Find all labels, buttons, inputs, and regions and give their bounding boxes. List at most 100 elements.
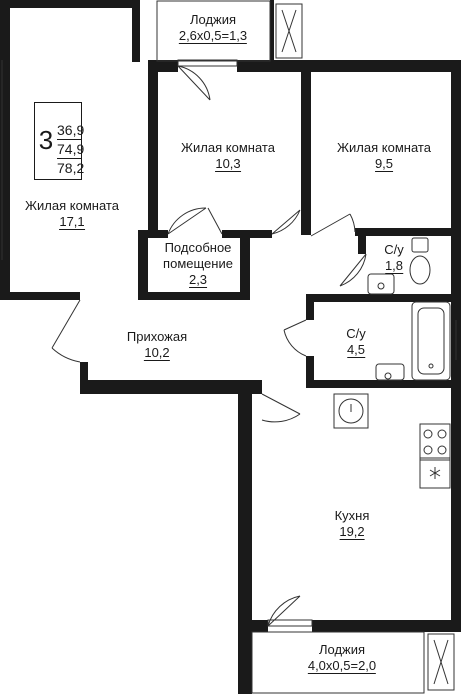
fridge-snowflake-icon [429,467,441,479]
wc-sink-drain [377,282,385,290]
room-name: Лоджия [189,12,237,27]
room-area: 9,5 [374,156,394,172]
stove-burner-3 [423,445,433,455]
kitchen-sink-bowl [338,398,364,424]
wc-toilet-tank [411,237,429,253]
room-area: 4,5 [346,342,366,358]
stove-burner-1 [423,429,433,439]
room-label-wc: С/у 1,8 [384,242,404,274]
room-area: 2,6x0,5=1,3 [178,28,248,44]
apartment-summary: 3 36,9 74,9 78,2 [34,102,85,180]
kitchen-fridge [419,457,451,489]
door-loggia-bottom [267,595,301,627]
wall-bed2-bottom-a [148,230,168,238]
room-area: 10,3 [215,156,241,172]
bathtub-drain [428,363,434,369]
loggia-top-x2 [281,9,297,53]
room-label-loggia-bottom: Лоджия 4,0x0,5=2,0 [307,642,377,674]
room-name: Жилая комната [337,140,431,155]
loggia-bottom-window [267,619,313,627]
door-bath [283,319,307,357]
room-label-living-2: Жилая комната 10,3 [181,140,275,172]
stove-burner-2 [437,429,447,439]
wall-left-bedroom-top [0,0,140,8]
summary-areas: 36,9 74,9 78,2 [57,121,85,177]
wall-left-outer [0,0,10,300]
wall-kitchen-left [238,380,252,694]
kitchen-sink [333,393,369,429]
wall-wc-bottom [306,294,461,302]
wall-kitchen-bottom-a [238,620,268,632]
door-wc [339,253,367,287]
wall-utility-bottom [140,292,250,300]
wall-bed2-bed3 [301,60,311,235]
room-label-bath: С/у 4,5 [346,326,366,358]
room-name-line1: Подсобное [164,240,232,255]
wall-loggia-top-right [270,0,274,62]
room-label-living-3: Жилая комната 9,5 [337,140,431,172]
wall-hall-bottom [80,380,262,394]
total-area-with-loggias: 78,2 [57,160,85,176]
room-area: 4,0x0,5=2,0 [307,658,377,674]
room-area: 1,8 [384,258,404,274]
wall-bed3-bottom [355,228,461,236]
door-entrance [51,299,81,363]
room-name: Прихожая [126,329,188,344]
loggia-top-outline [156,0,271,62]
room-area: 10,2 [144,345,170,361]
stove-burner-4 [437,445,447,455]
wall-middle-left-vert [148,60,158,230]
loggia-bottom-side-unit [427,633,455,691]
wc-sink [367,273,395,295]
wall-utility-right [240,230,250,300]
wall-kitchen-right [451,380,461,630]
wall-left-bedroom-bottom [0,292,80,300]
wall-bath-left-lower [306,356,314,388]
wc-toilet-bowl [409,255,431,285]
room-name: С/у [384,242,404,257]
wall-top-middle-2 [237,60,461,72]
loggia-top-window [177,59,238,67]
door-loggia-top [177,65,211,101]
room-name: Жилая комната [181,140,275,155]
room-area: 19,2 [339,524,365,540]
wall-kitchen-bottom-b [312,620,461,632]
door-kitchen [261,393,301,423]
wall-right-outer [451,60,461,380]
room-label-living-1: Жилая комната 17,1 [25,198,119,230]
room-name-line2: помещение [163,256,233,271]
bathtub-inner [417,307,445,375]
wall-hall-bottom-left [80,362,88,384]
wall-bedroom-right-lower [138,230,148,300]
door-bedroom2 [167,207,207,235]
room-name: Кухня [334,508,370,523]
door-utility [207,207,223,235]
wall-left-bedroom-right [132,0,140,62]
kitchen-stove [419,423,451,461]
rooms-count: 3 [38,125,54,155]
wall-wc-left [358,228,366,254]
doors [51,65,367,627]
bathtub [411,301,451,381]
wall-bath-left [306,294,314,320]
loggia-bottom-outline [251,631,425,694]
room-label-loggia-top: Лоджия 2,6x0,5=1,3 [178,12,248,44]
loggia-top-side-unit [275,3,303,59]
room-area: 2,3 [188,272,208,288]
living-area: 36,9 [57,122,85,140]
wall-bath-bottom [306,380,461,388]
room-name: С/у [346,326,366,341]
bath-sink [375,363,405,381]
total-area: 74,9 [57,141,85,159]
room-name: Лоджия [318,642,366,657]
room-label-kitchen: Кухня 19,2 [334,508,370,540]
room-label-utility: Подсобное помещение 2,3 [163,240,233,288]
loggia-bottom-x2 [433,639,449,685]
fixtures [333,237,451,489]
door-bedroom3 [271,209,301,235]
door-bedroom3b [310,213,356,237]
room-label-hall: Прихожая 10,2 [127,329,187,361]
bath-sink-drain [384,372,392,380]
